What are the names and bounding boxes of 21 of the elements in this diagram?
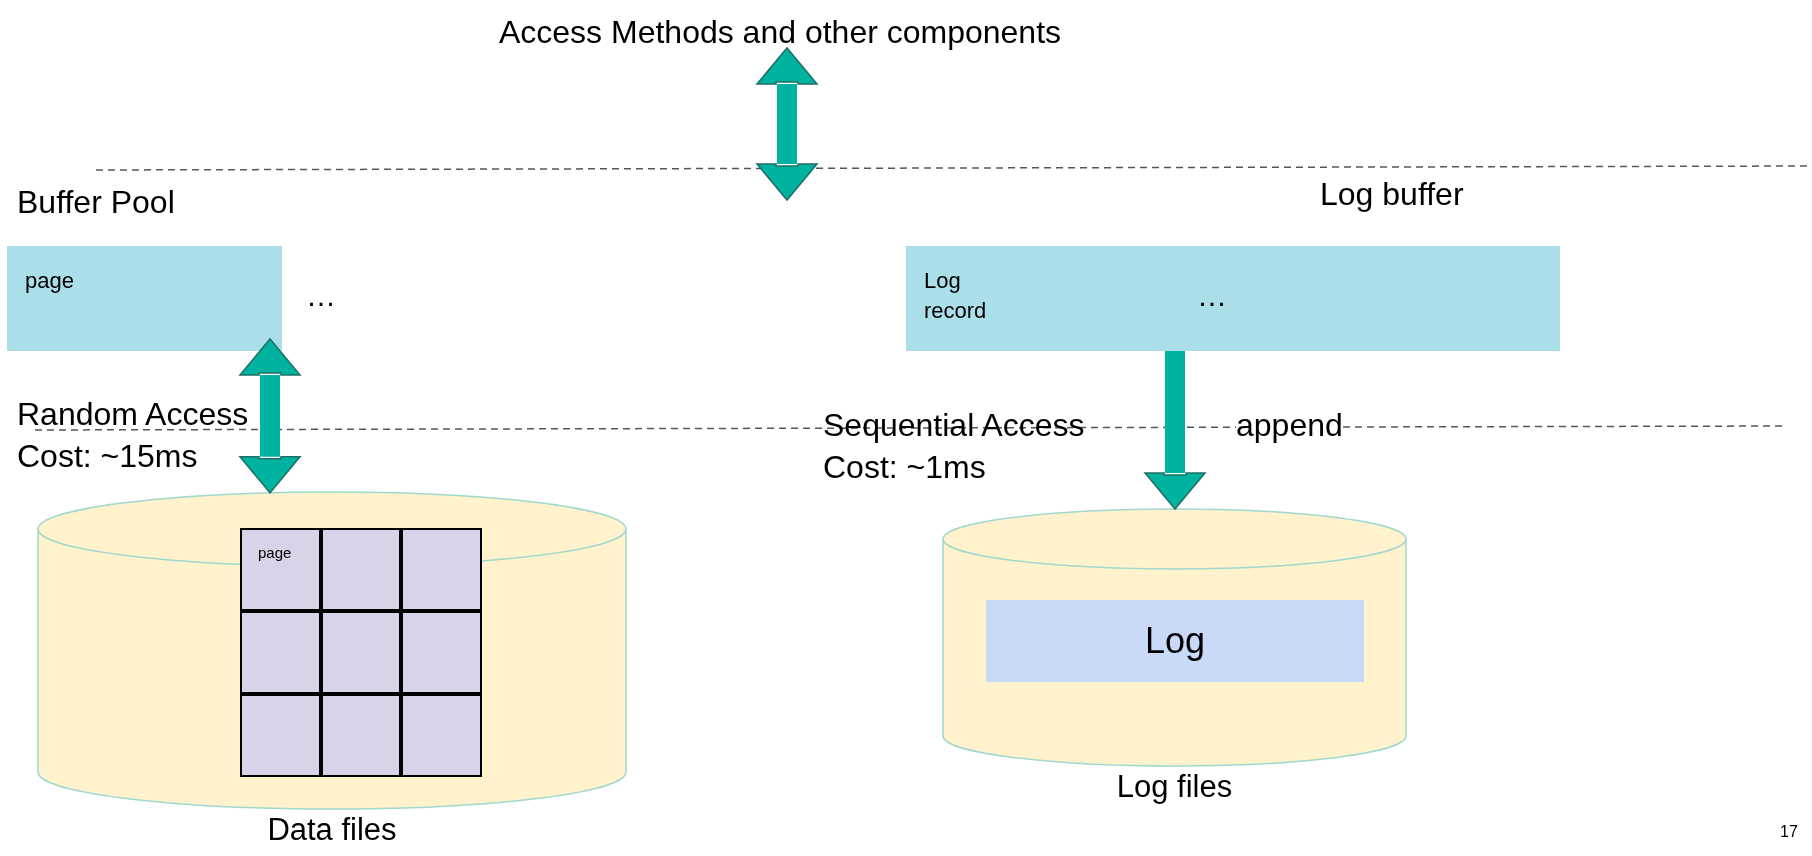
page-grid-cell [401,528,482,611]
page-grid-cell [240,694,321,777]
ellipsis: … [306,278,336,314]
page-grid-cell [321,528,401,611]
page-grid-cell [401,694,482,777]
page-number: 17 [1780,822,1798,842]
page-grid-cell [240,611,321,694]
section-label: Buffer Pool [17,183,175,222]
cylinder-caption: Log files [1116,770,1233,804]
page-grid-cell [321,611,401,694]
log-block: Log [986,600,1364,682]
access-cost-note: Random Access Cost: ~15ms [17,395,250,476]
page-grid-cell: page [240,528,321,611]
ellipsis: … [1197,278,1227,314]
page-grid-cell [321,694,401,777]
page-grid-cell [401,611,482,694]
heading-text: Access Methods and other components [440,4,1120,60]
cylinder-caption: Data files [267,813,397,847]
buffer-slot: page [7,246,282,351]
section-label: Log buffer [1320,175,1464,214]
access-cost-note: Sequential Access Cost: ~1ms [823,406,1086,487]
